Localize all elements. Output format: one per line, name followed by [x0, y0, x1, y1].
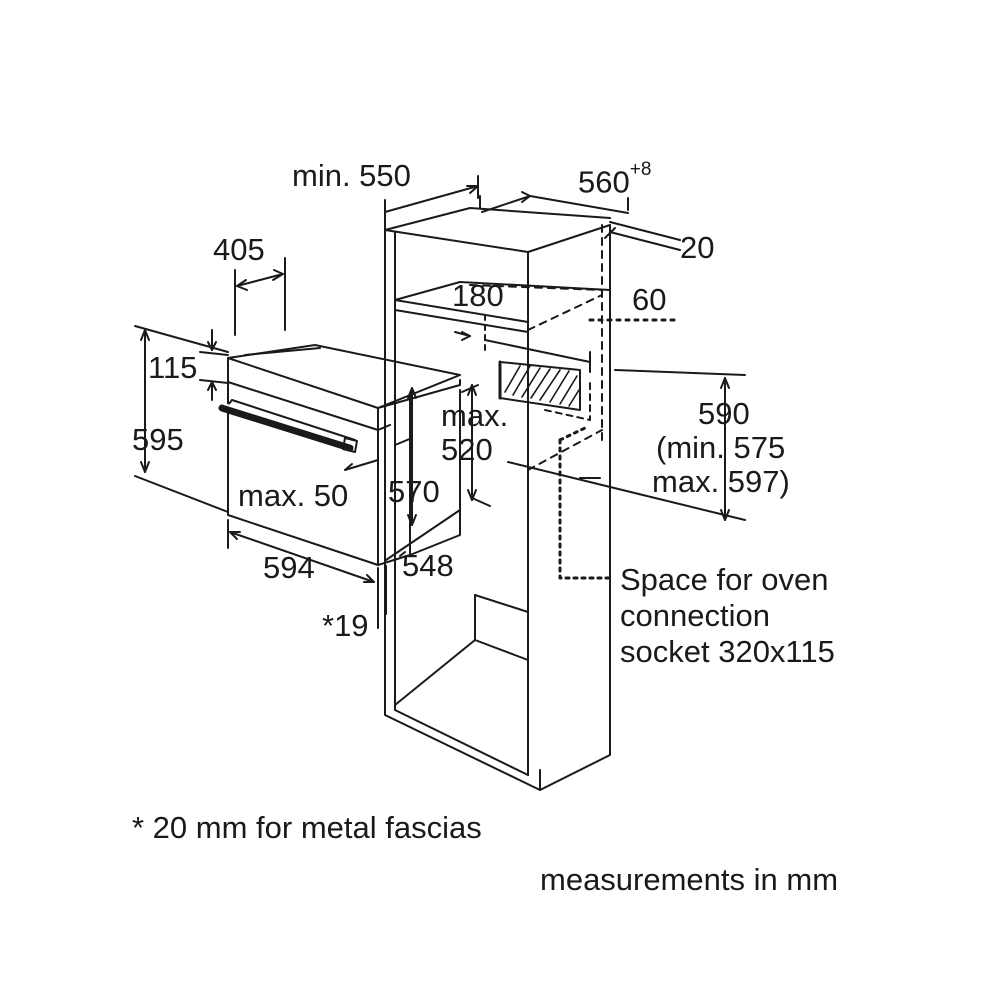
dim-19 — [377, 565, 387, 629]
socket-space-note: Space for oven connection socket 320x115 — [620, 562, 835, 670]
label-590: 590 — [698, 396, 750, 431]
dim-min550 — [384, 175, 479, 223]
label-595: 595 — [132, 422, 184, 457]
dim-115 — [199, 329, 229, 401]
dim-20 — [604, 221, 681, 251]
socket-note-line1: Space for oven — [620, 562, 829, 597]
label-star-19: *19 — [322, 608, 369, 643]
label-max-50: max. 50 — [238, 478, 349, 513]
dim-max50 — [344, 459, 379, 471]
label-560-value: 560 — [578, 164, 630, 200]
socket-leader — [558, 426, 612, 580]
footnote-metal-fascias: * 20 mm for metal fascias — [132, 810, 482, 845]
oven-handle — [218, 403, 358, 453]
label-60: 60 — [632, 282, 667, 317]
label-min-550: min. 550 — [292, 158, 411, 193]
dim-570 — [394, 387, 417, 526]
units-note: measurements in mm — [540, 862, 839, 897]
label-570: 570 — [388, 474, 440, 509]
label-560-tolerance: +8 — [629, 159, 652, 180]
socket-space-box — [498, 360, 591, 421]
label-594: 594 — [263, 550, 315, 585]
dim-560 — [479, 191, 629, 214]
label-max: max. — [441, 398, 509, 433]
dim-548 — [385, 504, 461, 561]
dim-max520 — [461, 384, 491, 507]
dim-180 — [454, 314, 591, 373]
dim-405 — [234, 257, 286, 336]
label-max-597: max. 597) — [652, 464, 790, 499]
label-405: 405 — [213, 232, 265, 267]
label-548: 548 — [402, 548, 454, 583]
label-20: 20 — [680, 230, 715, 265]
dim-590 — [507, 369, 746, 521]
socket-note-line2: connection — [620, 598, 770, 633]
socket-note-line3: socket 320x115 — [620, 634, 835, 669]
label-115: 115 — [148, 350, 198, 385]
label-560: 560+8 — [578, 160, 651, 200]
socket-hatch — [504, 365, 580, 407]
oven-outline — [227, 344, 461, 566]
cabinet-hidden-lines — [469, 224, 603, 471]
label-min-575: (min. 575 — [656, 430, 786, 465]
label-180: 180 — [452, 278, 504, 313]
dim-595 — [134, 325, 229, 513]
label-520: 520 — [441, 432, 493, 467]
